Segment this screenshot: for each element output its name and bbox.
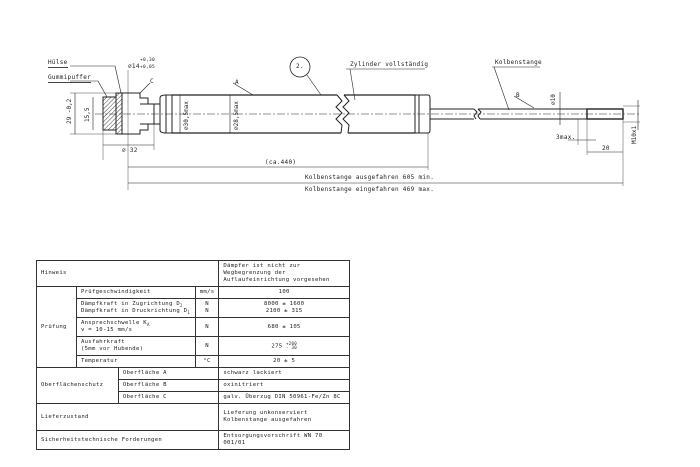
table-row: Oberfläche C galv. Überzug DIN 50961-Fe/… [37, 391, 350, 405]
hinweis-value: Dämpfer ist nicht zur Wegbegrenzung der … [218, 260, 350, 287]
dim-m10-label: M10x1 [631, 125, 638, 144]
bore-tol-upper: +0,30 [140, 58, 156, 63]
dim-3max-label: 3max. [556, 134, 576, 141]
dim-d32-label: ⌀ 32 [122, 147, 138, 154]
kolbenstange-label: Kolbenstange [495, 59, 542, 66]
bore-diameter-label: ⌀14 [128, 63, 140, 70]
gummipuffer-label: Gummipuffer [48, 74, 92, 83]
item-number-balloon: 2. [296, 63, 304, 70]
dim-retracted-label: Kolbenstange eingefahren 469 max. [305, 186, 435, 193]
pruefung-label: Prüfung [36, 285, 77, 369]
surface-c-marker: C [150, 78, 154, 85]
shock-absorber-drawing [70, 56, 640, 190]
table-row-lieferzustand: Lieferzustand Lieferung unkonserviert Ko… [35, 403, 350, 432]
surface-a-marker: A [235, 79, 239, 86]
table-row: Ausfahrkraft (5mm vor Hubende) N 275 +20… [37, 336, 350, 357]
dim-d30-5-label: ⌀30,5max [183, 101, 190, 130]
technical-drawing: Hülse Gummipuffer ⌀14 +0,30 +0,05 C A 2.… [48, 56, 640, 193]
table-row-hinweis: Hinweis Dämpfer ist nicht zur Wegbegrenz… [35, 260, 350, 287]
specification-table: Hinweis Dämpfer ist nicht zur Wegbegrenz… [35, 260, 350, 451]
surface-b-marker: B [516, 92, 520, 99]
table-row: Ansprechschwelle KA v = 10-15 mm/s N 680… [37, 317, 350, 338]
dim-ca440-label: (ca.440) [265, 159, 297, 166]
dim-29-label: 29 -0,2 [66, 98, 73, 124]
dim-15-5-label: 15,5 [84, 107, 91, 122]
table-row-sicherheit: Sicherheitstechnische Forderungen Entsor… [35, 430, 350, 451]
sleeve [115, 92, 123, 135]
zylinder-label: Zylinder vollständig [350, 61, 429, 68]
huelse-label: Hülse [48, 59, 68, 68]
dim-extended-label: Kolbenstange ausgefahren 605 min. [305, 174, 435, 181]
dim-d10-label: ⌀10 [550, 94, 557, 105]
rubber-buffer [102, 96, 117, 131]
dim-20-label: 20 [602, 145, 610, 152]
dim-d28-5-label: ⌀28,5max [233, 101, 240, 130]
table-row: Oberfläche B oxinitriert [37, 379, 350, 393]
bore-tol-lower: +0,05 [140, 65, 156, 70]
table-row: Oberflächenschutz Oberfläche A schwarz l… [36, 367, 350, 405]
hinweis-label: Hinweis [35, 260, 220, 287]
table-row: Dämpfkraft in Zugrichtung D2 Dämpfkraft … [37, 297, 350, 319]
table-row: Temperatur °C 20 ± 5 [37, 355, 350, 369]
table-row: Prüfung Prüfgeschwindigkeit mm/s 100 [36, 285, 350, 369]
oberflaechenschutz-label: Oberflächenschutz [36, 367, 119, 405]
